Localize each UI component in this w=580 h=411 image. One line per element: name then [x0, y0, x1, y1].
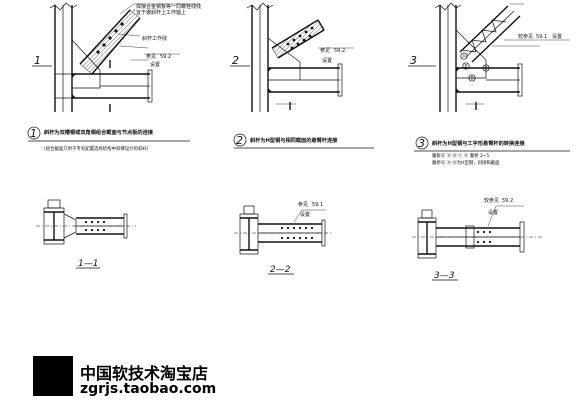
section-2-2	[234, 205, 332, 255]
section-3-3-ref-value: 59.2	[502, 198, 513, 204]
section-3-3-ref-label: 较参见	[484, 197, 499, 204]
detail-1-ref-label: 参见	[146, 53, 156, 60]
section-1-1	[36, 199, 136, 245]
detail-3-elevation	[434, 2, 570, 112]
section-2-2-ref-label: 参见	[298, 201, 308, 208]
detail-2-number: 2	[236, 134, 243, 147]
section-1-1-label: 1—1	[78, 259, 98, 269]
detail-3-ref-sub: 设置	[552, 33, 562, 40]
detail-2-elevation	[246, 2, 354, 112]
section-2-2-ref-value: 59.1	[312, 202, 323, 208]
detail-3-number-circle	[415, 136, 429, 150]
detail-1-marker: 1	[34, 54, 41, 67]
section-2-2-label: 2—2	[270, 265, 291, 275]
detail-1-elevation: ↗	[49, 2, 200, 112]
detail-3-line3: 腹桥号 Ⓐ Ⓑ为H型钢，斜接和截面	[432, 159, 500, 166]
detail-2-ref-value: 59.2	[334, 48, 345, 54]
detail-3-marker: 3	[410, 54, 417, 67]
watermark-logo-block	[33, 356, 73, 396]
detail-1-ref-sub: 设置	[150, 61, 160, 68]
detail-2-marker: 2	[232, 54, 239, 67]
detail-2-number-circle	[233, 133, 247, 147]
detail-1-leader-top: 焊接合金钢板等一同螺栓线线	[136, 3, 201, 10]
detail-3-title: 斜杆为H型钢与工字形悬臂杆的转换连接	[431, 139, 525, 147]
section-3-3-ref-sub: 设置	[488, 209, 498, 216]
detail-2-ref-sub: 设置	[322, 57, 332, 64]
detail-3-number: 3	[418, 137, 425, 150]
detail-1-title: 斜杆为双槽钢或双角钢组合截面与节点板的连接	[43, 128, 154, 136]
section-3-3-label: 3—3	[434, 271, 455, 281]
detail-3-letter-c: C	[485, 66, 488, 71]
detail-1-number: 1	[30, 127, 37, 140]
detail-1-leader-mid: 斜杆工作线	[142, 35, 167, 42]
watermark-url: zgrjs.taobao.com	[80, 381, 217, 397]
detail-3-ref-label: 较参见	[518, 33, 533, 40]
section-2-2-ref-sub: 设置	[300, 211, 310, 218]
detail-1-leader-top2: 宜于被斜杆上工作轴上	[136, 9, 186, 16]
detail-3-letter-a: A	[463, 54, 466, 59]
detail-1-number-circle	[27, 126, 41, 140]
section-3-3	[412, 205, 544, 259]
detail-3-letter-d: D	[471, 76, 474, 81]
detail-3-line2: 腹板号 Ⓐ Ⓑ Ⓒ Ⓓ 腹桥 3~5	[432, 152, 489, 159]
detail-3-ref-value: 59.1	[536, 34, 547, 40]
svg-text:↗: ↗	[132, 9, 136, 14]
detail-2-ref-label: 参见	[320, 47, 330, 54]
detail-2-title: 斜杆为H型钢与相同截面的悬臂杆连接	[249, 136, 338, 144]
watermark-name: 中国软技术淘宝店	[80, 364, 209, 383]
detail-1-ref-value: 59.2	[160, 54, 171, 60]
detail-1-note: (组合截面只用于专有配置选择结构中斜撑设计的斜杆)	[44, 145, 149, 152]
detail-3-letter-b: B	[465, 64, 468, 69]
